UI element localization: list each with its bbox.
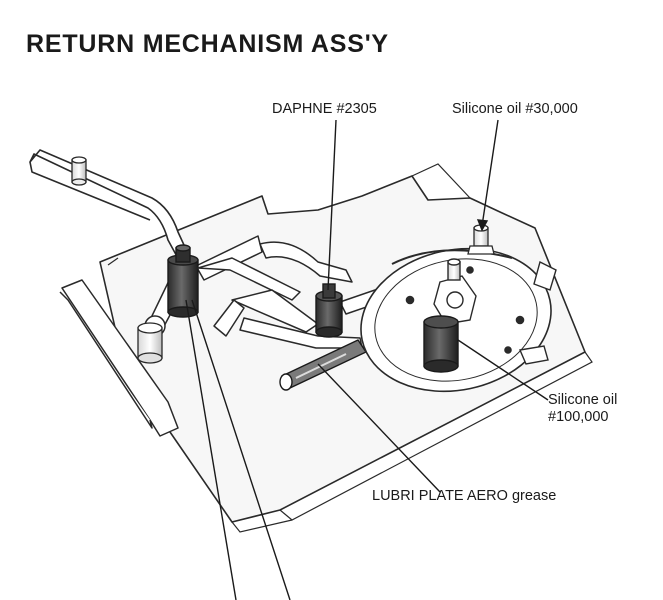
leader-left-pivot-b bbox=[191, 299, 291, 600]
leader-daphne bbox=[327, 119, 337, 291]
plate-edges bbox=[107, 163, 593, 533]
leader-left-pivot-a bbox=[185, 299, 237, 600]
callout-daphne: DAPHNE #2305 bbox=[272, 101, 377, 117]
callout-silicone-30000: Silicone oil #30,000 bbox=[452, 101, 578, 117]
leader-lines bbox=[185, 119, 549, 600]
disc-hub bbox=[433, 258, 477, 325]
callout-silicone-100000-line1: Silicone oil bbox=[548, 392, 618, 408]
disc-damper bbox=[423, 315, 459, 373]
page-title: RETURN MECHANISM ASS'Y bbox=[26, 30, 389, 58]
center-grease-pivot bbox=[315, 283, 343, 338]
leader-silicone-30000 bbox=[481, 119, 499, 227]
callout-lubriplate: LUBRI PLATE AERO grease bbox=[372, 488, 557, 504]
right-bracket bbox=[519, 260, 557, 365]
arm-peg bbox=[71, 156, 87, 186]
leader-silicone-100000 bbox=[457, 339, 549, 401]
support-post bbox=[137, 322, 163, 364]
left-rail bbox=[59, 279, 179, 437]
callout-silicone-100000: Silicone oil #100,000 bbox=[548, 392, 617, 426]
callout-silicone-100000-line2: #100,000 bbox=[548, 409, 609, 425]
leader-lubriplate bbox=[317, 363, 441, 493]
